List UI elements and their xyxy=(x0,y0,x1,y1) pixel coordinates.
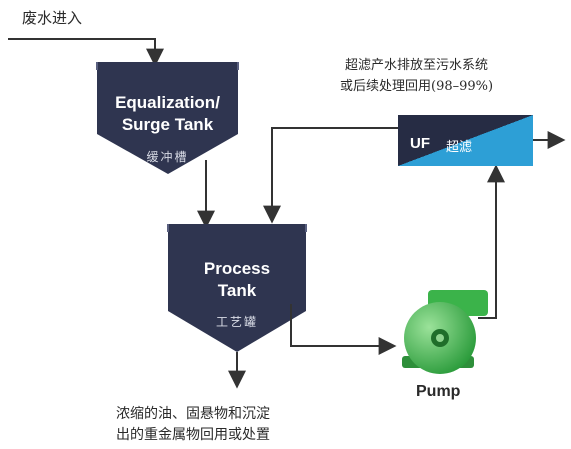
process-tank-shape xyxy=(167,224,307,352)
uf-subtitle: 超滤 xyxy=(446,140,473,155)
equalization-title-line1: Equalization/ xyxy=(115,93,220,112)
output-caption-line2: 出的重金属物回用或处置 xyxy=(116,427,270,443)
process-tank-subtitle: 工艺罐 xyxy=(215,315,258,329)
sludge-output-caption: 浓缩的油、固悬物和沉淀 出的重金属物回用或处置 xyxy=(116,404,270,446)
uf-caption-line2: 或后续处理回用(98–99%) xyxy=(340,79,494,94)
pump-to-uf-arrow xyxy=(478,164,505,319)
process-title-line2: Tank xyxy=(217,281,257,300)
inlet-flow-arrow xyxy=(8,38,164,67)
equalization-tank-title: Equalization/ Surge Tank xyxy=(97,92,238,136)
uf-recycle-arrow xyxy=(263,127,398,224)
equalization-tank-subtitle: 缓冲槽 xyxy=(146,150,189,164)
output-caption-line1: 浓缩的油、固悬物和沉淀 xyxy=(116,406,270,422)
process-title-line1: Process xyxy=(203,259,271,278)
uf-caption-line1: 超滤产水排放至污水系统 xyxy=(345,58,489,73)
pump-icon xyxy=(402,290,488,374)
uf-unit-shape xyxy=(398,115,533,166)
process-tank-title: Process Tank xyxy=(168,258,306,302)
equalization-title-line2: Surge Tank xyxy=(121,115,214,134)
uf-output-caption: 超滤产水排放至污水系统 或后续处理回用(98–99%) xyxy=(340,55,493,97)
equalization-tank-shape xyxy=(96,62,239,174)
uf-label: UF xyxy=(410,135,430,152)
pump-label: Pump xyxy=(416,383,461,400)
inlet-label: 废水进入 xyxy=(22,9,83,27)
process-to-pump-arrow xyxy=(290,304,397,355)
